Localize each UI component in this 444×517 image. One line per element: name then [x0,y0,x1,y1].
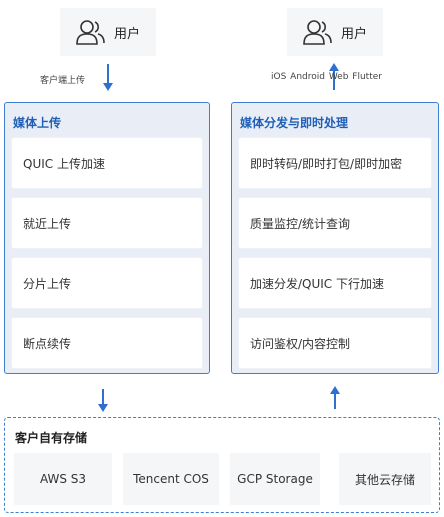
arrow-down-icon [98,389,108,412]
upload-label: 客户端上传 [40,76,86,86]
user-label: 用户 [113,26,140,42]
feature-item: 就近上传 [12,198,202,248]
feature-item: 即时转码/即时打包/即时加密 [239,138,431,188]
feature-item: 访问鉴权/内容控制 [239,318,431,368]
customer-storage: 客户自有存储 AWS S3 Tencent COS GCP Storage 其他… [4,417,440,513]
media-upload-panel: 媒体上传 QUIC 上传加速 就近上传 分片上传 断点续传 [4,102,210,374]
media-distribution-panel: 媒体分发与即时处理 即时转码/即时打包/即时加密 质量监控/统计查询 加速分发/… [231,102,439,374]
platforms-label: iOS Android Web Flutter [271,72,382,82]
storage-item: GCP Storage [230,453,320,505]
user-group-icon [303,19,333,45]
user-box-left: 用户 [60,8,156,56]
feature-item: 分片上传 [12,258,202,308]
arrow-down-icon [103,64,113,91]
panel-title: 媒体上传 [13,116,62,130]
storage-item: AWS S3 [14,453,112,505]
feature-item: 加速分发/QUIC 下行加速 [239,258,431,308]
feature-item: QUIC 上传加速 [12,138,202,188]
panel-title: 媒体分发与即时处理 [240,116,349,130]
user-group-icon [76,19,106,45]
arrow-up-icon [330,386,340,409]
user-box-right: 用户 [287,8,383,56]
feature-item: 断点续传 [12,318,202,368]
arrow-up-icon [329,63,339,90]
feature-item: 质量监控/统计查询 [239,198,431,248]
storage-item: Tencent COS [123,453,219,505]
user-label: 用户 [340,26,367,42]
storage-item: 其他云存储 [339,453,431,505]
storage-title: 客户自有存储 [15,431,88,445]
